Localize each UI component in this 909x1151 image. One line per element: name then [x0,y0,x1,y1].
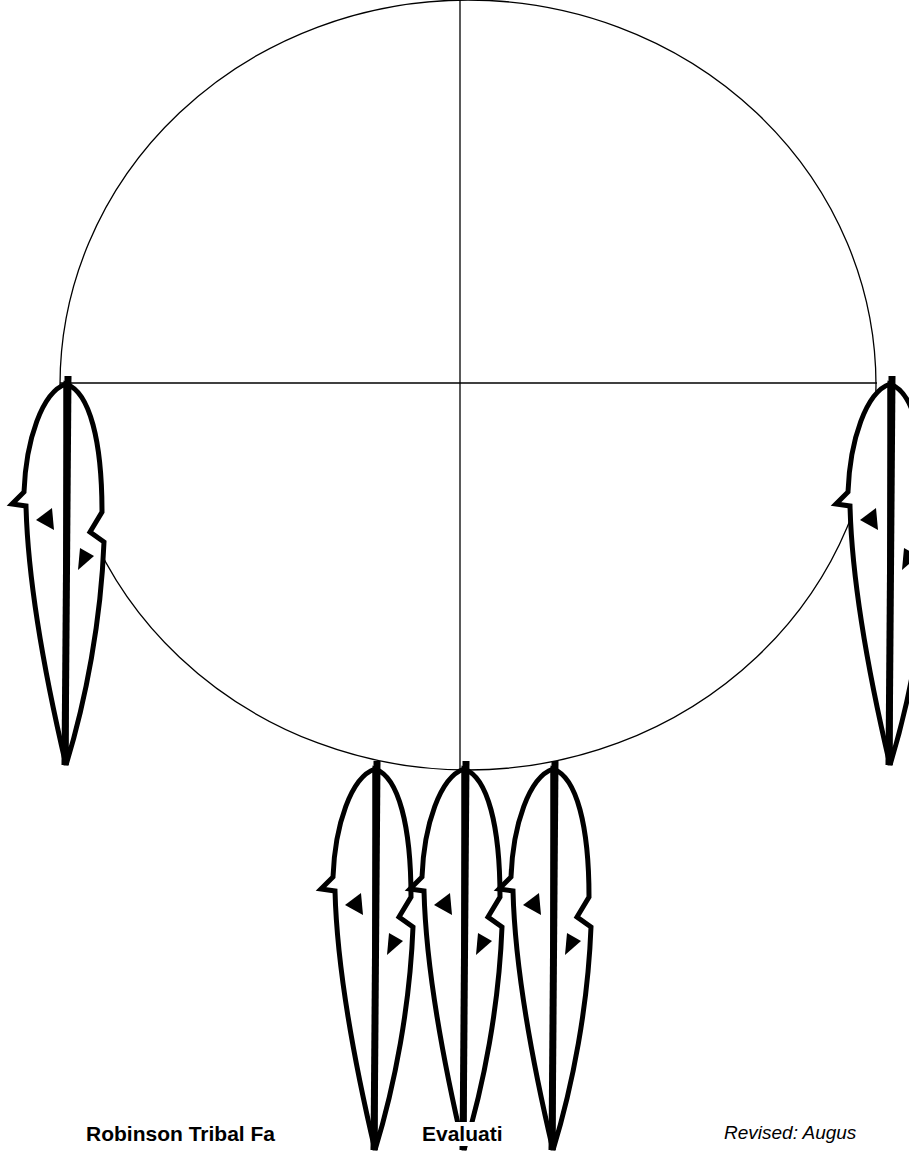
feather [321,761,413,1150]
revision-note: Revised: Augus [722,1122,858,1144]
footer-title: Robinson Tribal Fa [84,1122,277,1146]
feather [499,761,591,1150]
horizontal-divider [60,382,877,383]
wheel-circle [60,0,876,770]
feather [410,761,502,1150]
vertical-divider [459,0,460,770]
feather [12,376,104,765]
footer-title: Evaluati [420,1122,505,1146]
feather [836,376,909,765]
